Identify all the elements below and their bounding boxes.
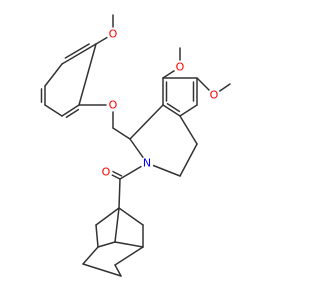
bond-A4-A6 bbox=[97, 241, 116, 248]
bond-A1-A2 bbox=[118, 207, 144, 226]
atom-background-O5 bbox=[99, 165, 113, 179]
atom-label-O1: O bbox=[109, 28, 118, 41]
bond-A7-A9 bbox=[114, 264, 122, 277]
bond-b5-b6-second bbox=[65, 108, 80, 119]
atom-background-O1 bbox=[106, 27, 120, 41]
atom-label-O5: O bbox=[102, 166, 111, 179]
bond-A3-A6 bbox=[95, 224, 99, 248]
molecule-structure: O O O O O N bbox=[40, 14, 231, 277]
bond-a3-a4 bbox=[179, 104, 198, 117]
bond-b4-b5 bbox=[44, 104, 63, 117]
bond-Ck-A1 bbox=[118, 178, 121, 209]
bond-b6-b1 bbox=[78, 43, 97, 106]
atom-background-O2 bbox=[106, 98, 120, 112]
bond-a4-a5-second bbox=[166, 102, 181, 113]
bond-A6-A8 bbox=[82, 246, 99, 265]
bond-b1-b2 bbox=[61, 43, 97, 65]
bond-b2-b3 bbox=[44, 63, 63, 87]
atom-label-O3: O bbox=[176, 61, 185, 74]
bond-d1-d2 bbox=[179, 143, 198, 177]
atom-label-N1: N bbox=[143, 157, 151, 170]
atom-background-O3 bbox=[173, 60, 187, 74]
bond-layer bbox=[40, 14, 231, 277]
bond-a4-a5 bbox=[162, 104, 181, 117]
atom-background-O4 bbox=[207, 88, 221, 102]
bond-A5-A7 bbox=[114, 246, 144, 266]
bond-b5-b6 bbox=[61, 104, 80, 117]
bond-A8-A9 bbox=[82, 263, 122, 277]
atom-background-N1 bbox=[140, 156, 154, 170]
atom-label-O4: O bbox=[210, 89, 219, 102]
bond-A4-A5 bbox=[114, 241, 144, 248]
bond-A4-A1 bbox=[114, 207, 120, 243]
molecule-canvas: O O O O O N bbox=[40, 14, 231, 277]
atom-label-layer: O O O O O N bbox=[99, 27, 221, 179]
bond-b1-b2-second bbox=[64, 43, 90, 59]
atom-label-O2: O bbox=[109, 99, 118, 112]
bond-C1-a5 bbox=[129, 104, 164, 140]
bond-a4-d1 bbox=[179, 115, 198, 145]
bond-A1-A3 bbox=[95, 207, 120, 226]
bond-CH2-C1 bbox=[112, 127, 131, 140]
